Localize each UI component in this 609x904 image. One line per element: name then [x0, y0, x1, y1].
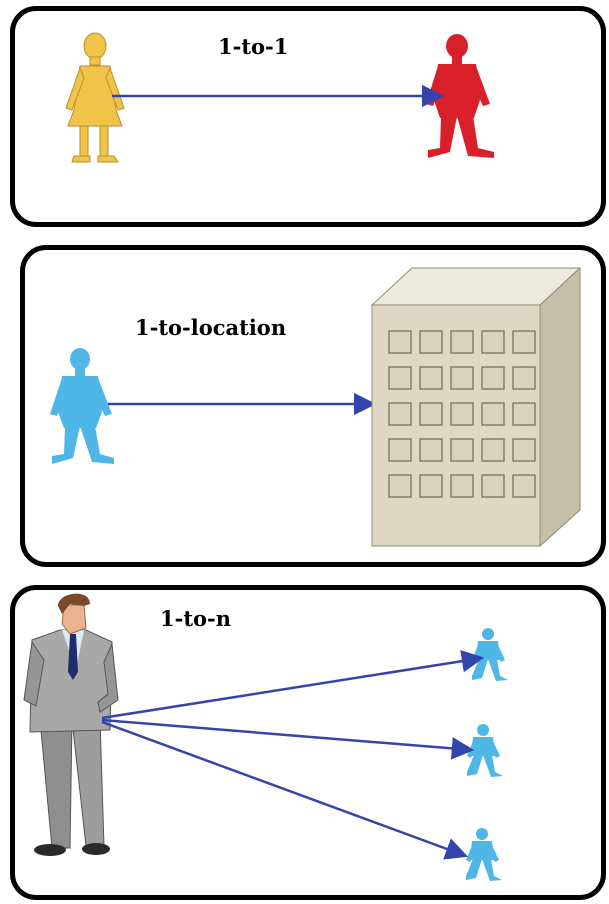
- arrow-one-to-n-2: [101, 718, 475, 760]
- office-building-icon: [370, 266, 582, 548]
- blue-person-small-2: [467, 724, 503, 777]
- woman-figure: [65, 32, 125, 163]
- blue-person-figure: [50, 348, 114, 464]
- panel-title-one-to-one: 1-to-1: [218, 34, 289, 59]
- arrow-one-to-n-1: [101, 650, 485, 720]
- blue-person-small-1: [472, 628, 508, 681]
- panel-title-one-to-n: 1-to-n: [160, 606, 232, 631]
- blue-person-small-3: [466, 828, 502, 881]
- red-person-figure: [426, 34, 494, 158]
- arrow-one-to-n-3: [101, 720, 469, 860]
- businessman-figure: [23, 593, 119, 856]
- panel-title-one-to-location: 1-to-location: [135, 315, 287, 340]
